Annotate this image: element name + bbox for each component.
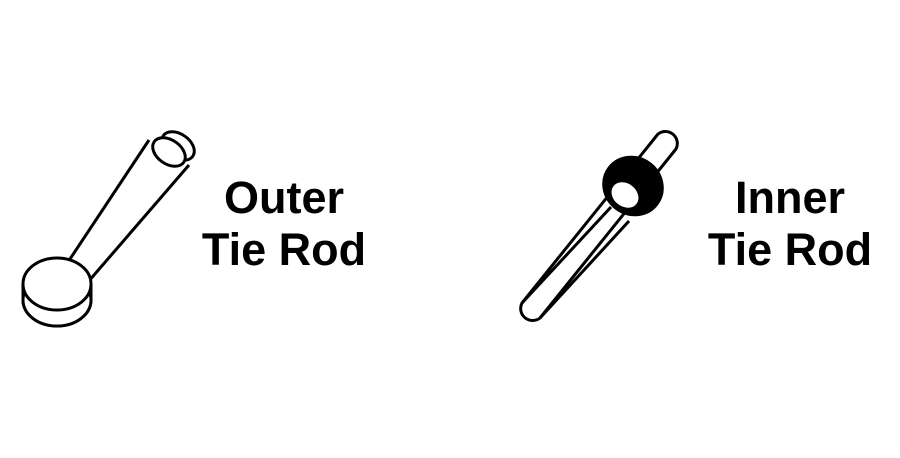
outer-rod-shaft-edge — [86, 164, 191, 283]
outer-rod-shaft-edge — [66, 139, 151, 263]
inner-tie-rod-label: Inner Tie Rod — [690, 172, 890, 276]
outer-ball-joint-disc-top — [21, 256, 93, 312]
inner-rod-edge — [520, 205, 613, 305]
inner-label-line2: Tie Rod — [707, 224, 873, 275]
inner-rod-edge — [538, 219, 631, 320]
inner-rod-boot-highlight — [608, 179, 642, 211]
inner-label-line1: Inner — [734, 172, 846, 223]
outer-rod-end-front — [151, 136, 187, 168]
outer-tie-rod-label: Outer Tie Rod — [184, 172, 384, 276]
outer-label-line2: Tie Rod — [201, 224, 367, 275]
inner-tie-rod-icon — [519, 130, 679, 322]
outer-tie-rod-icon — [21, 130, 196, 328]
inner-rod-shaft — [519, 130, 679, 322]
outer-label-line1: Outer — [223, 172, 344, 223]
